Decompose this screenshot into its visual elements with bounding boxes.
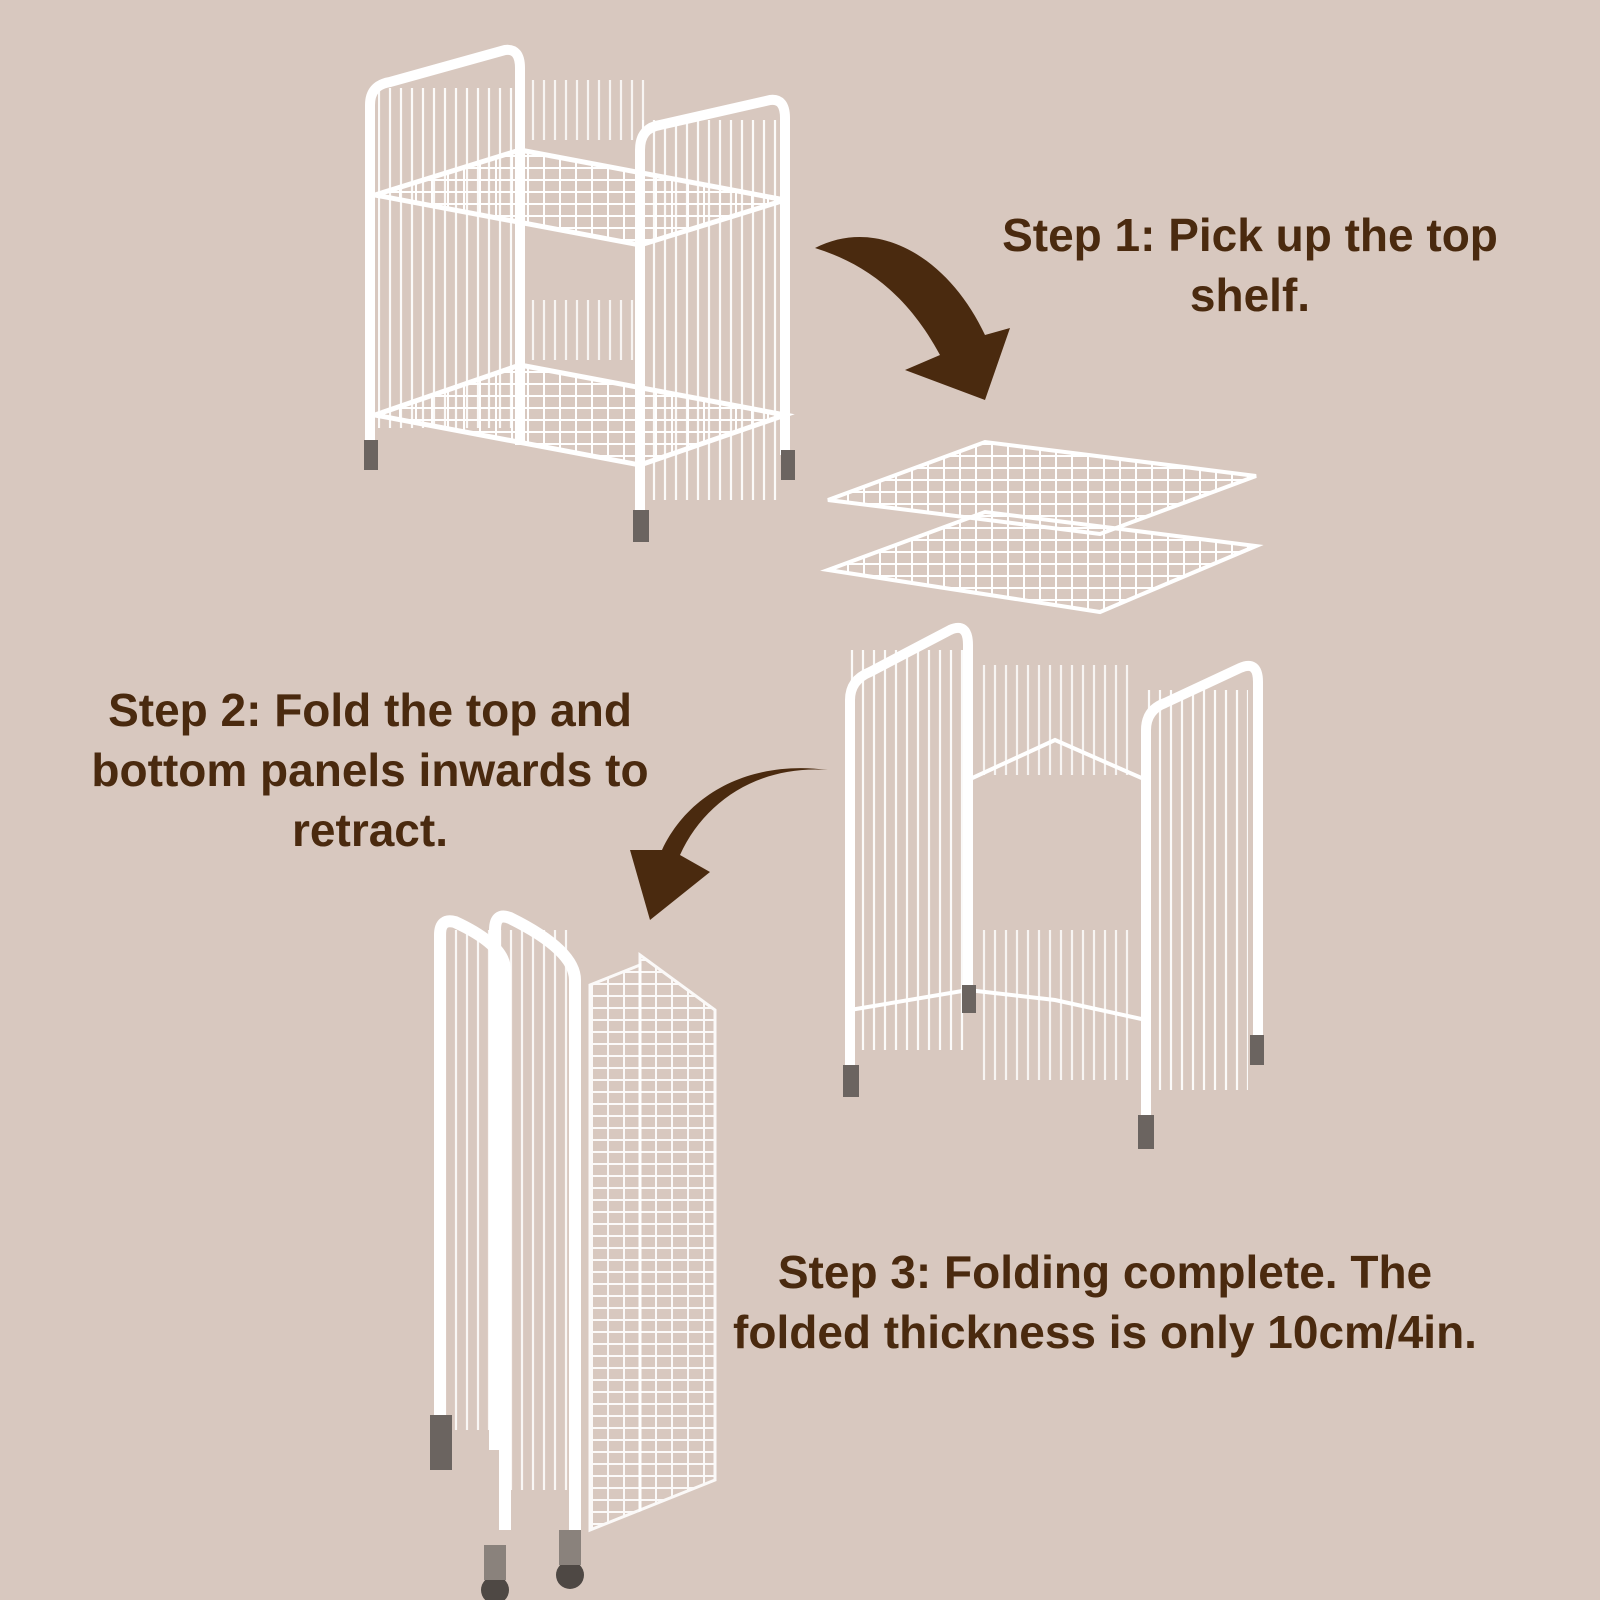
- assembled-cart: [364, 44, 795, 542]
- step-2-text: Step 2: Fold the top and bottom panels i…: [91, 684, 649, 856]
- step-1-text: Step 1: Pick up the top shelf.: [1002, 209, 1498, 321]
- removed-shelves: [820, 439, 1264, 615]
- folded-cart: [430, 910, 717, 1600]
- curved-arrow-1-icon: [815, 237, 1010, 400]
- half-folded-cart: [843, 622, 1264, 1149]
- step-3-text: Step 3: Folding complete. The folded thi…: [733, 1246, 1477, 1358]
- curved-arrow-2-icon: [630, 768, 828, 920]
